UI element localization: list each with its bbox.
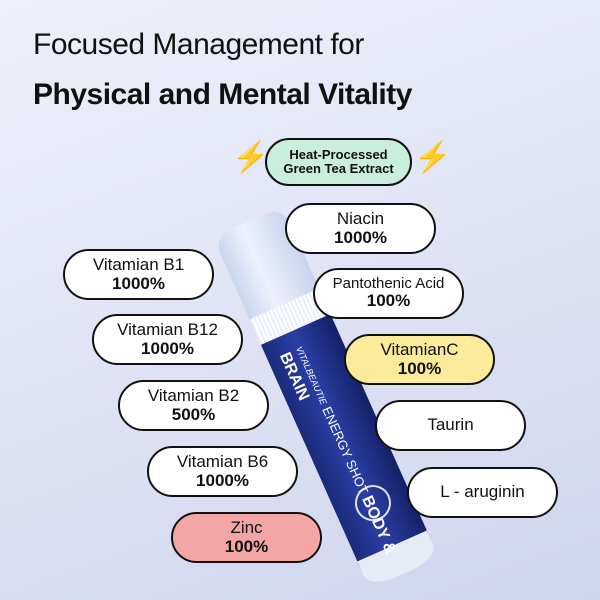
- ingredient-value: 100%: [397, 358, 442, 378]
- ingredient-value: 1000%: [141, 338, 194, 358]
- highlight-line1: Heat-Processed: [289, 146, 388, 162]
- ingredient-value: 1000%: [112, 273, 165, 293]
- ingredient-value: 500%: [171, 404, 216, 424]
- ingredient-name: Vitamian B6: [176, 451, 269, 471]
- ingredient-name: Vitamian B2: [147, 385, 240, 405]
- ingredient-value: 1000%: [334, 227, 387, 247]
- ingredient-pill: L - aruginin: [407, 467, 558, 518]
- lightning-icon: ⚡: [232, 141, 270, 174]
- ingredient-value: 100%: [366, 291, 411, 311]
- ingredient-name: L - aruginin: [440, 482, 525, 502]
- ingredient-name: Niacin: [336, 208, 385, 228]
- highlight-line2: Green Tea Extract: [283, 161, 394, 176]
- lightning-icon: ⚡: [414, 141, 452, 174]
- ingredient-name: VitamianC: [380, 339, 459, 359]
- ingredient-value: 100%: [224, 536, 269, 556]
- ingredient-name: Zinc: [230, 517, 263, 537]
- ingredient-pill: Taurin: [375, 400, 526, 451]
- ingredient-name: Vitamian B12: [117, 319, 218, 339]
- heading-line1: Focused Management for: [33, 28, 364, 61]
- heading-line2: Physical and Mental Vitality: [33, 78, 412, 111]
- ingredient-name: Taurin: [427, 415, 474, 435]
- ingredient-name: Vitamian B1: [92, 254, 185, 274]
- ingredient-value: 1000%: [196, 470, 249, 490]
- highlight-badge: Heat-Processed Green Tea Extract: [265, 138, 412, 186]
- ingredient-name: Pantothenic Acid: [332, 274, 445, 292]
